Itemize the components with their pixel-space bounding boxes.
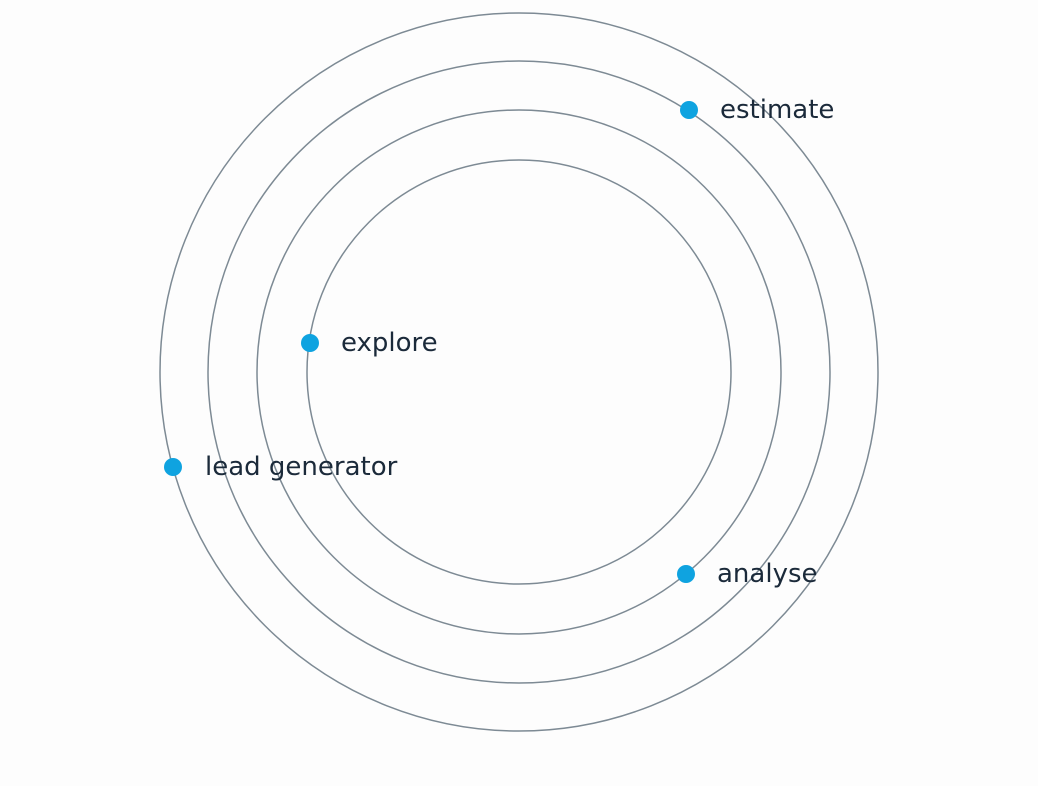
second-ring [256, 109, 782, 635]
explore-dot [301, 334, 319, 352]
lead-generator-dot [164, 458, 182, 476]
node-explore[interactable]: explore [301, 328, 438, 358]
analyse-label: analyse [717, 559, 818, 589]
third-ring [207, 60, 831, 684]
estimate-dot [680, 101, 698, 119]
explore-label: explore [341, 328, 438, 358]
inner-ring [306, 159, 732, 585]
analyse-dot [677, 565, 695, 583]
node-estimate[interactable]: estimate [680, 95, 834, 125]
node-lead-generator[interactable]: lead generator [164, 452, 398, 482]
lead-generator-label: lead generator [205, 452, 398, 482]
node-analyse[interactable]: analyse [677, 559, 818, 589]
estimate-label: estimate [720, 95, 834, 125]
outer-ring [159, 12, 879, 732]
